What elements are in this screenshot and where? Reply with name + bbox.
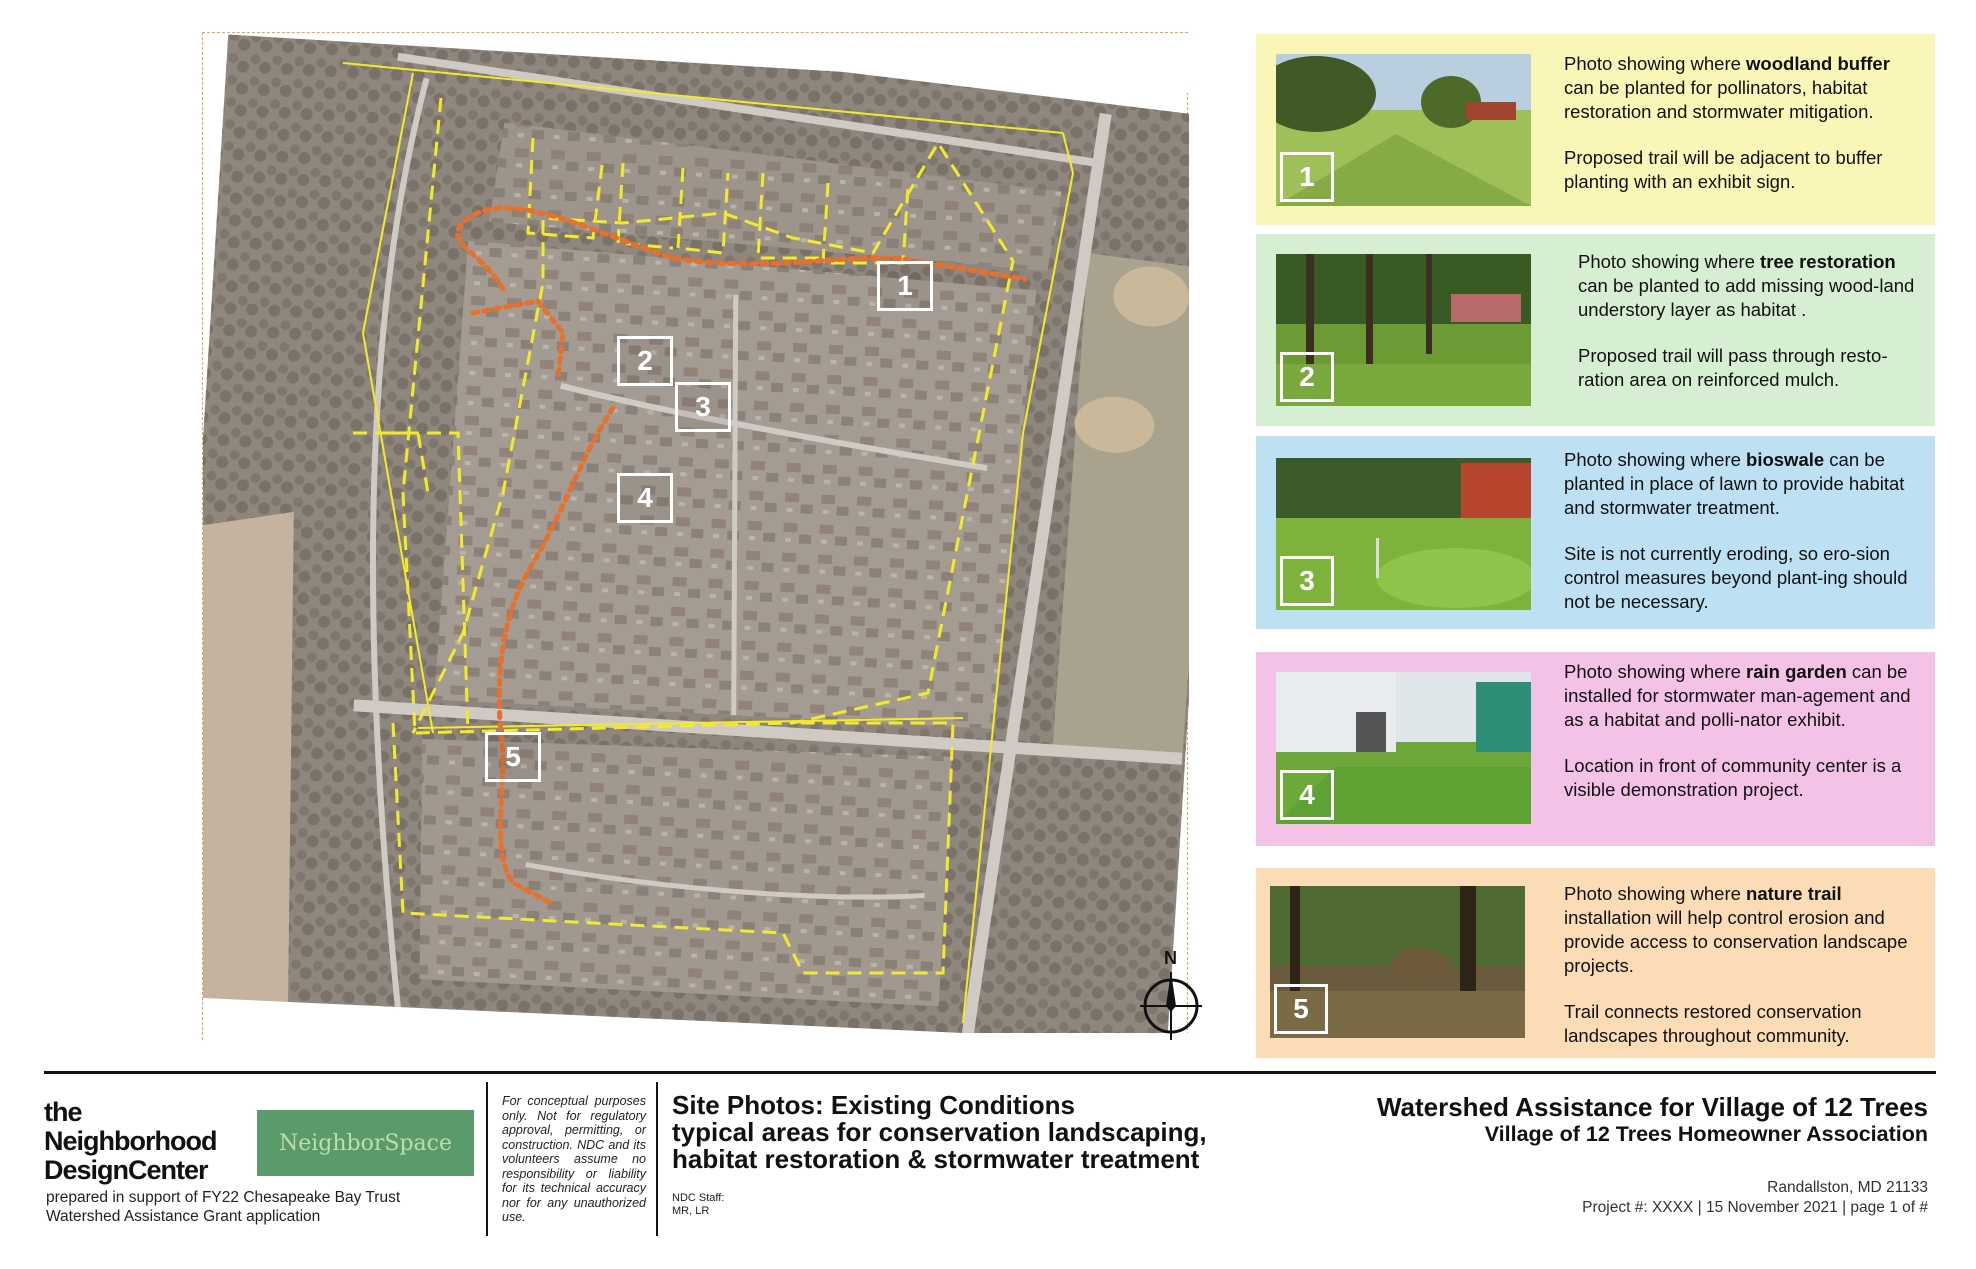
map-marker-2: 2 bbox=[617, 336, 673, 386]
neighborspace-logo-text: NeighborSpace bbox=[278, 1130, 452, 1156]
site-title-line-3: habitat restoration & stormwater treatme… bbox=[672, 1144, 1200, 1174]
panel-2-lead-bold: tree restoration bbox=[1760, 251, 1896, 272]
panel-1-lead-pre: Photo showing where bbox=[1564, 53, 1747, 74]
panel-2-lead-post: can be planted to add missing wood-land … bbox=[1578, 275, 1915, 320]
site-title-line-1: Site Photos: Existing Conditions bbox=[672, 1090, 1075, 1120]
ndc-logo: the Neighborhood DesignCenter bbox=[44, 1097, 217, 1185]
photo-number-1: 1 bbox=[1280, 152, 1334, 202]
panel-5-lead-bold: nature trail bbox=[1746, 883, 1842, 904]
panel-3-second: Site is not currently eroding, so ero-si… bbox=[1564, 543, 1908, 612]
staff-label: NDC Staff: bbox=[672, 1192, 725, 1204]
photo-nature-trail: 5 bbox=[1270, 886, 1525, 1038]
panel-3-lead-post: can be planted in place of lawn to provi… bbox=[1564, 449, 1905, 518]
panel-5-lead-post: installation will help control erosion a… bbox=[1564, 907, 1908, 976]
prepared-line-1: prepared in support of FY22 Chesapeake B… bbox=[46, 1189, 401, 1206]
panel-2-second: Proposed trail will pass through resto-r… bbox=[1578, 345, 1888, 390]
photo-woodland-buffer: 1 bbox=[1276, 54, 1531, 206]
north-arrow-icon bbox=[1140, 972, 1202, 1040]
neighborspace-logo: NeighborSpace bbox=[257, 1110, 474, 1176]
photo-rain-garden: 4 bbox=[1276, 672, 1531, 824]
photo-panel-5: 5 Photo showing where nature trail insta… bbox=[1256, 868, 1935, 1058]
disclaimer-text: For conceptual purposes only. Not for re… bbox=[502, 1094, 646, 1224]
aerial-map bbox=[203, 33, 1189, 1041]
panel-4-lead-bold: rain garden bbox=[1746, 661, 1847, 682]
project-details: Randallston, MD 21133 Project #: XXXX | … bbox=[1582, 1178, 1928, 1218]
footer-divider-right bbox=[656, 1082, 658, 1236]
map-marker-1: 1 bbox=[877, 261, 933, 311]
photo-panel-3: 3 Photo showing where bioswale can be pl… bbox=[1256, 436, 1935, 629]
project-location: Randallston, MD 21133 bbox=[1767, 1179, 1928, 1196]
panel-3-lead-pre: Photo showing where bbox=[1564, 449, 1747, 470]
panel-5-lead-pre: Photo showing where bbox=[1564, 883, 1747, 904]
footer-divider-left bbox=[486, 1082, 488, 1236]
project-title: Watershed Assistance for Village of 12 T… bbox=[1376, 1092, 1928, 1122]
photo-number-2: 2 bbox=[1280, 352, 1334, 402]
project-subtitle: Village of 12 Trees Homeowner Associatio… bbox=[1484, 1122, 1928, 1146]
panel-3-lead-bold: bioswale bbox=[1746, 449, 1825, 470]
photo-number-4: 4 bbox=[1280, 770, 1334, 820]
map-marker-4: 4 bbox=[617, 473, 673, 523]
panel-5-second: Trail connects restored conservation lan… bbox=[1564, 1001, 1862, 1046]
photo-panel-2: 2 Photo showing where tree restoration c… bbox=[1256, 234, 1935, 426]
panel-1-lead-post: can be planted for pollinators, habitat … bbox=[1564, 77, 1874, 122]
photo-panel-4: 4 Photo showing where rain garden can be… bbox=[1256, 652, 1935, 846]
panel-4-lead-pre: Photo showing where bbox=[1564, 661, 1747, 682]
photo-number-3: 3 bbox=[1280, 556, 1334, 606]
prepared-note: prepared in support of FY22 Chesapeake B… bbox=[46, 1188, 400, 1226]
panel-4-lead-post: can be installed for stormwater man-agem… bbox=[1564, 661, 1911, 730]
panel-2-lead-pre: Photo showing where bbox=[1578, 251, 1761, 272]
photo-number-5: 5 bbox=[1274, 984, 1328, 1034]
map-marker-5: 5 bbox=[485, 732, 541, 782]
staff-names: MR, LR bbox=[672, 1205, 710, 1217]
photo-tree-restoration: 2 bbox=[1276, 254, 1531, 406]
site-photos-title: Site Photos: Existing Conditions typical… bbox=[672, 1092, 1207, 1173]
north-arrow-label: N bbox=[1164, 948, 1177, 968]
photo-bioswale: 3 bbox=[1276, 458, 1531, 610]
map-marker-3: 3 bbox=[675, 382, 731, 432]
ndc-logo-line-3: DesignCenter bbox=[44, 1155, 209, 1185]
panel-4-second: Location in front of community center is… bbox=[1564, 755, 1902, 800]
panel-1-lead-bold: woodland buffer bbox=[1746, 53, 1890, 74]
aerial-map-frame: 1 2 3 4 5 bbox=[202, 32, 1189, 1041]
ndc-staff: NDC Staff: MR, LR bbox=[672, 1192, 724, 1218]
ndc-logo-line-2: Neighborhood bbox=[44, 1126, 217, 1156]
footer-divider bbox=[44, 1071, 1936, 1074]
ndc-logo-line-1: the bbox=[44, 1097, 83, 1127]
photo-panel-1: 1 Photo showing where woodland buffer ca… bbox=[1256, 34, 1935, 225]
project-info: Project #: XXXX | 15 November 2021 | pag… bbox=[1582, 1199, 1928, 1216]
site-title-line-2: typical areas for conservation landscapi… bbox=[672, 1117, 1207, 1147]
panel-1-second: Proposed trail will be adjacent to buffe… bbox=[1564, 147, 1883, 192]
prepared-line-2: Watershed Assistance Grant application bbox=[46, 1208, 321, 1225]
